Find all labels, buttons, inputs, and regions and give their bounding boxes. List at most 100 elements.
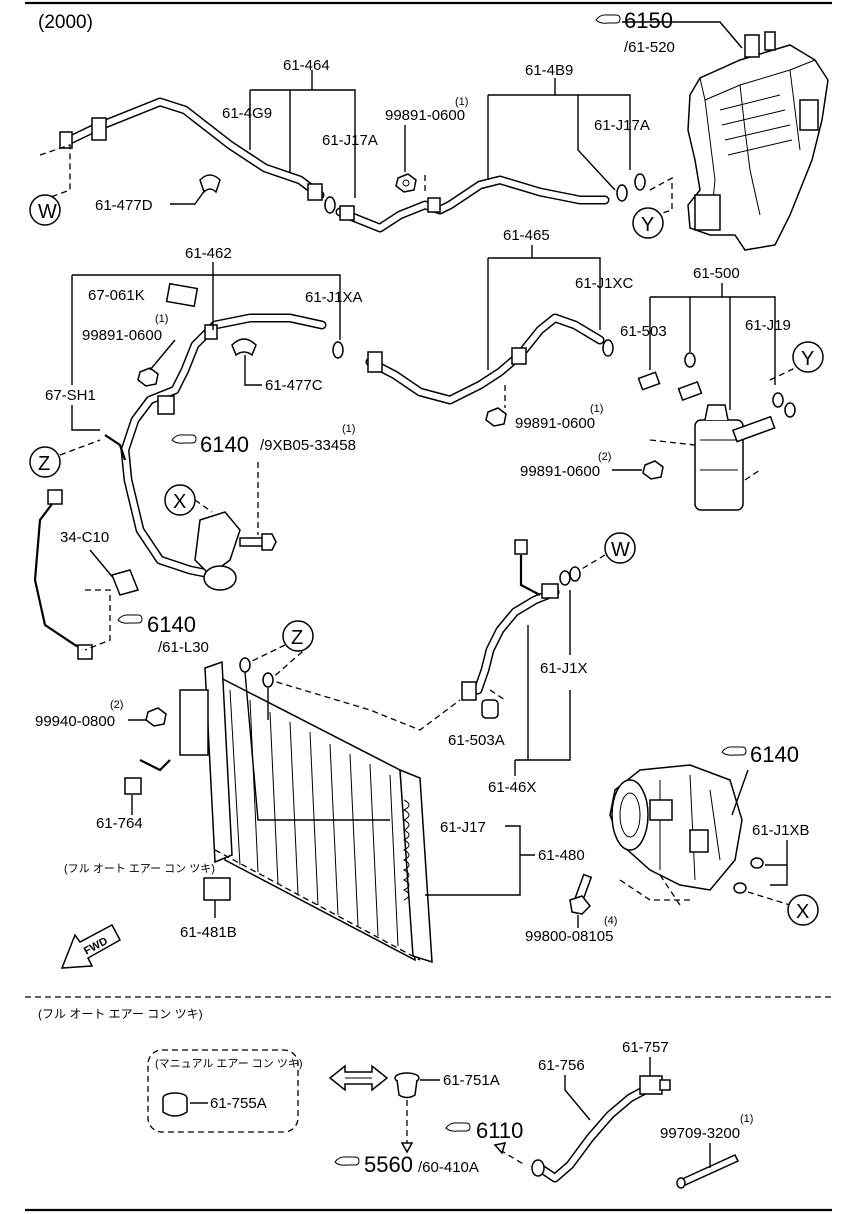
o-ring-61-j1xc[interactable] bbox=[602, 339, 614, 357]
pipe-61-462[interactable] bbox=[120, 313, 327, 580]
marker-z-low bbox=[282, 620, 314, 652]
marker-y-mid-text: Y bbox=[801, 348, 814, 370]
w-dash-top bbox=[39, 144, 71, 199]
label-61-465: 61-465 bbox=[503, 227, 550, 244]
w-dash-mid bbox=[579, 554, 606, 571]
hose-61-756[interactable] bbox=[531, 1085, 650, 1183]
leader-61-500 bbox=[649, 283, 776, 410]
lower-section-title: (フル オート エアー コン ツキ) bbox=[38, 1007, 203, 1021]
nut-99891-1[interactable] bbox=[395, 173, 417, 193]
leader-61-477c bbox=[244, 355, 262, 386]
label-67-061k: 67-061K bbox=[88, 287, 145, 304]
harness-67-sh1[interactable] bbox=[33, 434, 127, 660]
6110-dash bbox=[499, 1149, 526, 1166]
pipe-61-46x[interactable] bbox=[461, 539, 581, 701]
o-ring-61-j17-a[interactable] bbox=[239, 657, 251, 673]
label-61-464: 61-464 bbox=[283, 57, 330, 74]
fitting-61-503a[interactable] bbox=[481, 699, 499, 719]
bolt-99800[interactable] bbox=[569, 873, 593, 915]
o-ring-61-j1xb-b[interactable] bbox=[733, 882, 747, 894]
qty-99891-1: (1) bbox=[455, 96, 468, 108]
tube-99709[interactable] bbox=[676, 1154, 740, 1189]
o-ring-61-j1xb-a[interactable] bbox=[750, 857, 764, 869]
qty-99709: (1) bbox=[740, 1113, 753, 1125]
label-99709: 99709-3200 bbox=[660, 1125, 740, 1142]
ref-5560-num: 5560 bbox=[364, 1152, 413, 1177]
o-ring-61-j17-b[interactable] bbox=[262, 672, 274, 688]
nut-99891-4[interactable] bbox=[642, 460, 664, 480]
nut-99940[interactable] bbox=[145, 707, 167, 727]
tag-67-061k[interactable] bbox=[165, 282, 199, 308]
leader-61-j1x bbox=[515, 590, 571, 761]
ref-6150: 6150 /61-520 bbox=[595, 8, 675, 56]
503a-dash bbox=[489, 689, 506, 701]
ref-6110: 6110 bbox=[445, 1118, 523, 1143]
label-61-j1xa: 61-J1XA bbox=[305, 289, 363, 306]
grommet-61-751a[interactable] bbox=[394, 1072, 420, 1099]
ref-6140-b-sub: /61-L30 bbox=[158, 639, 209, 656]
o-ring-61-j17a-1[interactable] bbox=[324, 196, 336, 214]
clip-dash bbox=[84, 589, 111, 651]
leader-61-756 bbox=[564, 1075, 591, 1121]
leader-61-j17-line bbox=[244, 671, 390, 821]
bolt-9xb05[interactable] bbox=[239, 533, 277, 551]
marker-w-mid-text: W bbox=[611, 539, 630, 561]
compressor[interactable] bbox=[609, 764, 743, 906]
marker-w-top bbox=[29, 194, 61, 226]
arrow-6110-icon bbox=[493, 1142, 507, 1155]
swap-arrow-icon bbox=[328, 1064, 389, 1092]
sensor-61-757[interactable] bbox=[639, 1075, 671, 1095]
condenser-61-480[interactable] bbox=[179, 660, 433, 964]
ref-6140-b: 6140 /61-L30 bbox=[117, 612, 209, 656]
nut-99891-2[interactable] bbox=[137, 367, 159, 387]
label-34-c10: 34-C10 bbox=[60, 529, 109, 546]
fitting-61-503[interactable] bbox=[637, 371, 703, 402]
ref-6150-sub: /61-520 bbox=[624, 39, 675, 56]
z-dash-low bbox=[249, 644, 461, 731]
leader-67-sh1 bbox=[71, 405, 100, 431]
clip-61-477c[interactable] bbox=[231, 338, 257, 357]
marker-w-mid bbox=[604, 532, 636, 564]
marker-y-mid bbox=[792, 341, 824, 373]
x-dash-low bbox=[747, 891, 791, 906]
o-rings-61-j19[interactable] bbox=[684, 352, 796, 418]
ref-6140-a-sub: /9XB05-33458 bbox=[260, 437, 356, 454]
marker-z-mid-text: Z bbox=[38, 453, 50, 475]
leader-61-464 bbox=[249, 70, 356, 198]
o-ring-61-j1xa[interactable] bbox=[332, 341, 344, 359]
o-ring-61-j17a-2a[interactable] bbox=[616, 184, 628, 202]
pipe-61-4g9[interactable] bbox=[59, 97, 325, 201]
hose-fitting-block[interactable] bbox=[194, 511, 241, 591]
label-61-j17a-2: 61-J17A bbox=[594, 117, 650, 134]
marker-y-top bbox=[632, 207, 664, 239]
label-61-503: 61-503 bbox=[620, 323, 667, 340]
label-61-751a: 61-751A bbox=[443, 1072, 500, 1089]
ref-5560-sub: /60-410A bbox=[418, 1159, 479, 1176]
bracket-61-481b[interactable] bbox=[203, 877, 231, 901]
evaporator-unit[interactable] bbox=[687, 31, 829, 251]
marker-w-top-text: W bbox=[38, 201, 57, 223]
leader-61-j1xb bbox=[765, 840, 788, 886]
label-61-4g9: 61-4G9 bbox=[222, 105, 272, 122]
label-61-477c: 61-477C bbox=[265, 377, 323, 394]
pipe-61-465[interactable] bbox=[365, 313, 605, 405]
nut-99891-3[interactable] bbox=[485, 407, 507, 427]
marker-z-low-text: Z bbox=[291, 627, 303, 649]
label-61-764-note: (フル オート エアー コン ツキ) bbox=[64, 862, 215, 875]
pipe-61-4b9[interactable] bbox=[335, 175, 610, 233]
o-ring-61-j17a-2b[interactable] bbox=[634, 173, 646, 191]
clip-61-477d[interactable] bbox=[199, 174, 221, 194]
leader-61-477d bbox=[170, 189, 206, 205]
plug-61-755a[interactable] bbox=[162, 1092, 188, 1117]
z-dash-mid bbox=[59, 439, 101, 456]
label-61-j17a-1: 61-J17A bbox=[322, 132, 378, 149]
ref-6140-a-qty: (1) bbox=[342, 423, 355, 435]
label-61-j1xb: 61-J1XB bbox=[752, 822, 810, 839]
label-61-4b9: 61-4B9 bbox=[525, 62, 573, 79]
receiver-drier-61-500[interactable] bbox=[649, 404, 776, 511]
marker-x-mid-text: X bbox=[173, 491, 186, 513]
manual-ac-title: (マニュアル エアー コン ツキ) bbox=[155, 1058, 303, 1070]
x-dash-mid bbox=[194, 499, 213, 513]
sensor-61-764[interactable] bbox=[124, 759, 171, 795]
clip-34-c10[interactable] bbox=[110, 569, 140, 596]
